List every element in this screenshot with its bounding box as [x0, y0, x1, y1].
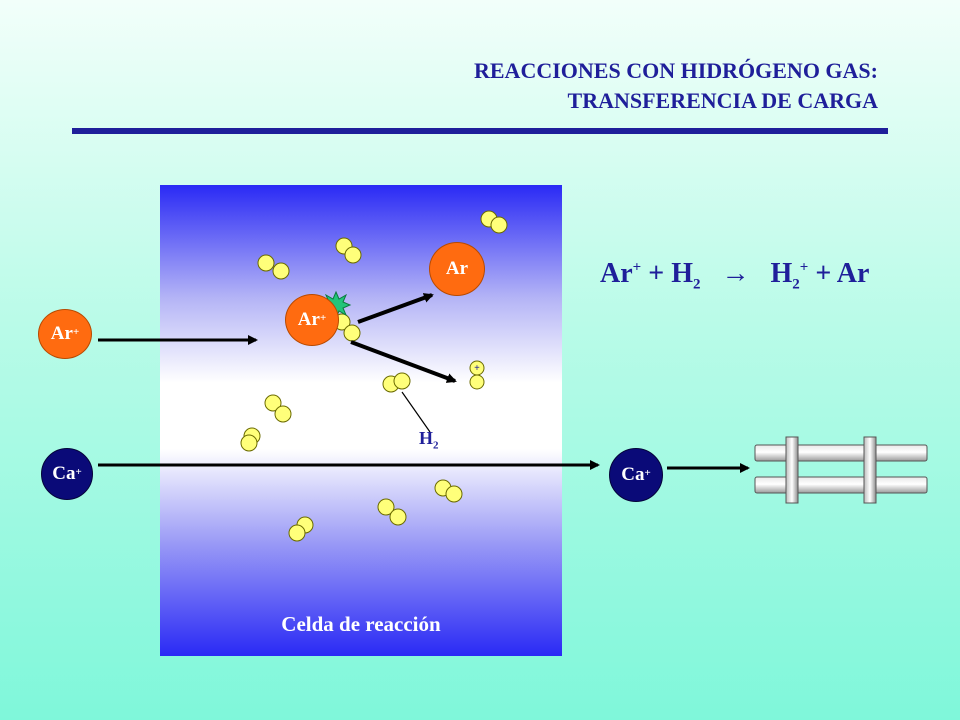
- eq-reactant1: Ar: [600, 258, 633, 289]
- h2-molecule: [382, 372, 411, 393]
- title-line-2: TRANSFERENCIA DE CARGA: [567, 88, 878, 113]
- eq-plus2: +: [815, 258, 832, 289]
- h2-plus-charge: +: [474, 363, 480, 374]
- ar-neutral-atom: Ar: [429, 242, 485, 296]
- eq-arrow: →: [721, 258, 750, 289]
- ca-plus-ion-out: Ca+: [609, 448, 663, 502]
- ar-plus-ion-incoming: Ar+: [38, 309, 92, 359]
- quadrupole-detector-icon: [754, 436, 928, 504]
- h2-label-base: H: [419, 428, 434, 448]
- eq-product2: Ar: [836, 258, 870, 289]
- ion-symbol: Ca: [621, 464, 645, 485]
- h2-label-sub: 2: [433, 439, 439, 452]
- eq-reactant2: H: [671, 258, 693, 289]
- eq-product1-sub: 2: [792, 276, 800, 293]
- title-underline: [72, 128, 888, 134]
- ion-symbol: Ca: [52, 463, 76, 484]
- h2-molecule: [335, 237, 362, 264]
- ion-symbol: Ar: [445, 258, 469, 279]
- reaction-cell: [160, 185, 562, 656]
- eq-product1: H: [770, 258, 793, 289]
- h2-plus-deflect-arrow: [350, 340, 457, 383]
- h2-molecule: [240, 427, 261, 452]
- slide-title: REACCIONES CON HIDRÓGENO GAS: TRANSFEREN…: [474, 56, 878, 116]
- h2-molecule: [264, 394, 292, 423]
- reaction-cell-label: Celda de reacción: [281, 612, 441, 636]
- ar-plus-ion-colliding: Ar+: [285, 294, 339, 346]
- ca-plus-ion-in: Ca+: [41, 448, 93, 500]
- reaction-equation: Ar+ + H2 → H2+ + Ar: [600, 255, 900, 293]
- h2-plus-product: +: [469, 360, 485, 390]
- eq-product1-charge: +: [799, 259, 809, 276]
- h2-molecule: [480, 210, 508, 234]
- ion-symbol: Ar: [50, 323, 73, 344]
- h2-label: H2: [419, 428, 439, 452]
- h2-molecule: [434, 479, 463, 503]
- h2-molecule: [377, 498, 407, 526]
- ar-deflect-arrow: [357, 293, 434, 324]
- h2-molecule: [288, 516, 314, 542]
- ion-symbol: Ar: [297, 309, 320, 330]
- h2-label-pointer: [401, 391, 431, 433]
- title-line-1: REACCIONES CON HIDRÓGENO GAS:: [474, 58, 878, 83]
- eq-reactant1-charge: +: [632, 259, 642, 276]
- eq-plus1: +: [648, 258, 665, 289]
- eq-reactant2-sub: 2: [692, 276, 701, 293]
- h2-molecule: [257, 254, 290, 280]
